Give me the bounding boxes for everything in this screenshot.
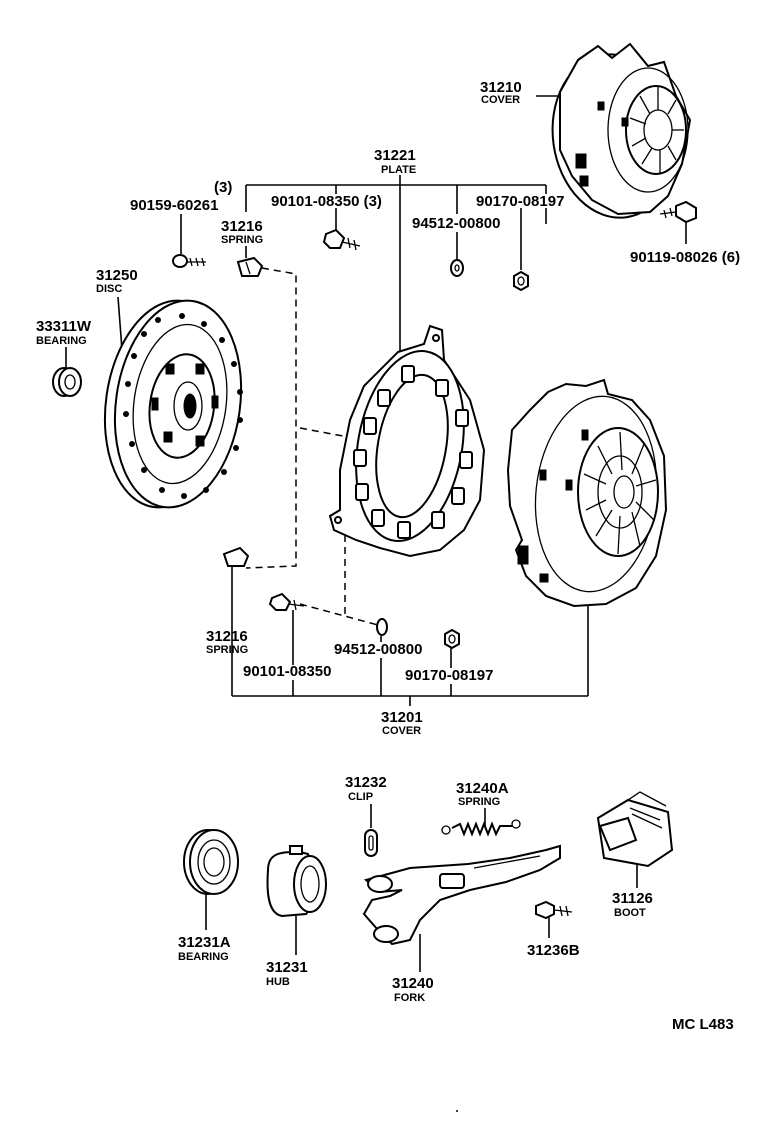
label-bearing-pilot-name: BEARING [36,335,87,347]
pivot-31236B [535,900,573,920]
label-washer-bottom: 94512-00800 [334,641,422,658]
spring-31216-top [236,256,264,277]
label-clip-name: CLIP [348,791,373,803]
leader-lines [65,95,687,972]
nut-90170-08197-top [513,270,529,292]
label-pivot: 31236B [527,942,580,959]
clip-31232 [364,829,378,857]
clutch-cover-assembly [506,378,668,608]
label-fork-name: FORK [394,992,425,1004]
label-plate-name: PLATE [381,164,416,176]
label-hub-number: 31231 [266,959,308,976]
diagram-code: MC L483 [672,1016,734,1033]
bolt-90101-08350-bottom [268,592,305,611]
label-nut-top: 90170-08197 [476,193,564,210]
label-spring-top-name: SPRING [221,234,263,246]
label-hub-name: HUB [266,976,290,988]
label-cover-top-number: 31210 [480,79,522,96]
label-disc-number: 31250 [96,267,138,284]
label-bolt-08350: 90101-08350 [243,663,331,680]
label-spring-bottom-number: 31216 [206,628,248,645]
label-boot-number: 31126 [612,890,653,907]
label-bolt-08350-3: 90101-08350 (3) [271,193,382,210]
label-nut-bottom: 90170-08197 [405,667,493,684]
bolt-90119-08026 [659,200,697,224]
label-fork-number: 31240 [392,975,434,992]
release-bearing-31231A [183,829,239,895]
pressure-plate [328,324,486,558]
boot-31126 [596,791,674,868]
label-clip-number: 31232 [345,774,387,791]
label-bolt-08026: 90119-08026 (6) [630,249,740,266]
clutch-cover-top [551,42,692,219]
screw-90159-60261 [172,254,206,268]
stray-dot [456,1110,458,1112]
label-bearing-pilot-number: 33311W [36,318,92,335]
label-plate-number: 31221 [374,147,416,164]
labels: 31210 COVER 31221 PLATE (3) 90159-60261 … [36,79,740,1033]
label-fork-spring-number: 31240A [456,780,509,797]
spring-31216-bottom [222,546,250,567]
release-fork-31240 [362,844,561,946]
label-spring-top-number: 31216 [221,218,263,235]
label-disc-name: DISC [96,283,122,295]
washer-94512-00800-top [450,259,464,277]
label-cover-top-name: COVER [481,94,520,106]
fork-spring-31240A [441,819,521,837]
clutch-disc [103,299,243,509]
label-spring-bottom-name: SPRING [206,644,248,656]
label-qty-3: (3) [214,179,232,196]
bolt-90101-08350-top [322,228,361,251]
label-release-bearing-number: 31231A [178,934,231,951]
label-cover-assy-number: 31201 [381,709,423,726]
washer-94512-00800-bottom [376,618,388,636]
label-cover-assy-name: COVER [382,725,421,737]
label-release-bearing-name: BEARING [178,951,229,963]
label-boot-name: BOOT [614,907,646,919]
label-fork-spring-name: SPRING [458,796,500,808]
nut-90170-08197-bottom [444,628,460,650]
hub-31231 [266,845,327,918]
label-washer-top: 94512-00800 [412,215,500,232]
label-bolt-60261: 90159-60261 [130,197,218,214]
pilot-bearing [52,367,82,397]
